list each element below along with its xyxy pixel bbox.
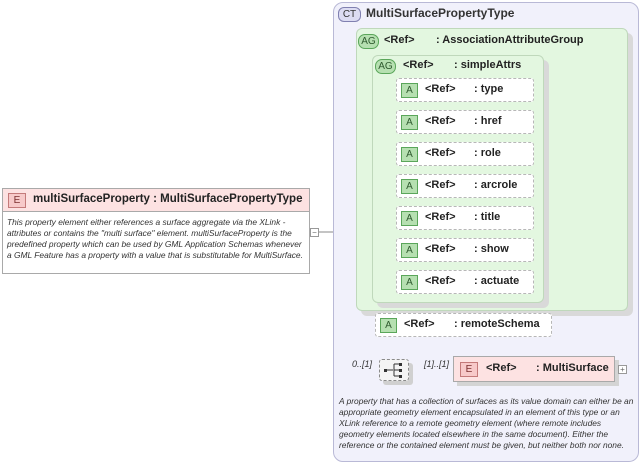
main-element-header bbox=[2, 188, 310, 212]
attribute-name: : type bbox=[474, 83, 504, 95]
attribute-name: : actuate bbox=[474, 275, 520, 287]
main-element-title: multiSurfaceProperty : MultiSurfacePrope… bbox=[33, 193, 303, 205]
attribute-ref: <Ref> bbox=[425, 179, 456, 191]
attribute-badge: A bbox=[401, 83, 418, 98]
collapse-icon[interactable]: − bbox=[310, 228, 319, 237]
remote-schema-name: : remoteSchema bbox=[454, 318, 540, 330]
attribute-ref: <Ref> bbox=[425, 243, 456, 255]
attribute-box[interactable] bbox=[396, 110, 534, 134]
attribute-badge: A bbox=[401, 211, 418, 226]
attribute-badge: A bbox=[401, 115, 418, 130]
remote-schema-ref: <Ref> bbox=[404, 318, 435, 330]
main-element-documentation: This property element either references … bbox=[7, 217, 303, 260]
attribute-name: : arcrole bbox=[474, 179, 518, 191]
attribute-box[interactable] bbox=[396, 78, 534, 102]
attribute-ref: <Ref> bbox=[425, 115, 456, 127]
ref-element-occurrence: [1]..[1] bbox=[424, 359, 450, 369]
ref-element-multisurface[interactable] bbox=[453, 356, 615, 382]
inner-group-ref: <Ref> bbox=[403, 59, 434, 71]
ref-element-badge: E bbox=[460, 362, 478, 377]
outer-group-ref: <Ref> bbox=[384, 34, 415, 46]
attribute-ref: <Ref> bbox=[425, 83, 456, 95]
attribute-box[interactable] bbox=[396, 270, 534, 294]
attribute-badge: A bbox=[401, 179, 418, 194]
ref-element-ref: <Ref> bbox=[486, 362, 517, 374]
sequence-icon bbox=[384, 363, 402, 378]
inner-group-badge: AG bbox=[375, 59, 396, 74]
attribute-name: : role bbox=[474, 147, 501, 159]
outer-group-badge: AG bbox=[358, 34, 379, 49]
attribute-box[interactable] bbox=[396, 142, 534, 166]
attribute-box[interactable] bbox=[396, 238, 534, 262]
ref-element-name: : MultiSurface bbox=[536, 362, 609, 374]
complex-type-title: MultiSurfacePropertyType bbox=[366, 6, 515, 20]
attribute-name: : href bbox=[474, 115, 502, 127]
inner-group-name: : simpleAttrs bbox=[454, 59, 522, 71]
complex-type-documentation: A property that has a collection of surf… bbox=[339, 396, 634, 450]
expand-icon[interactable]: + bbox=[618, 365, 627, 374]
attribute-ref: <Ref> bbox=[425, 275, 456, 287]
attribute-remote-schema[interactable] bbox=[375, 313, 552, 337]
attribute-name: : title bbox=[474, 211, 501, 223]
attribute-ref: <Ref> bbox=[425, 147, 456, 159]
attribute-name: : show bbox=[474, 243, 509, 255]
remote-schema-badge: A bbox=[380, 318, 397, 333]
sequence-compositor[interactable] bbox=[379, 359, 409, 381]
attribute-box[interactable] bbox=[396, 174, 534, 198]
attribute-badge: A bbox=[401, 147, 418, 162]
sequence-occurrence: 0..[1] bbox=[352, 359, 373, 369]
attribute-badge: A bbox=[401, 243, 418, 258]
attribute-ref: <Ref> bbox=[425, 211, 456, 223]
complex-type-badge: CT bbox=[338, 7, 361, 22]
outer-group-name: : AssociationAttributeGroup bbox=[436, 34, 584, 46]
attribute-badge: A bbox=[401, 275, 418, 290]
main-element-badge: E bbox=[8, 193, 26, 208]
attribute-box[interactable] bbox=[396, 206, 534, 230]
